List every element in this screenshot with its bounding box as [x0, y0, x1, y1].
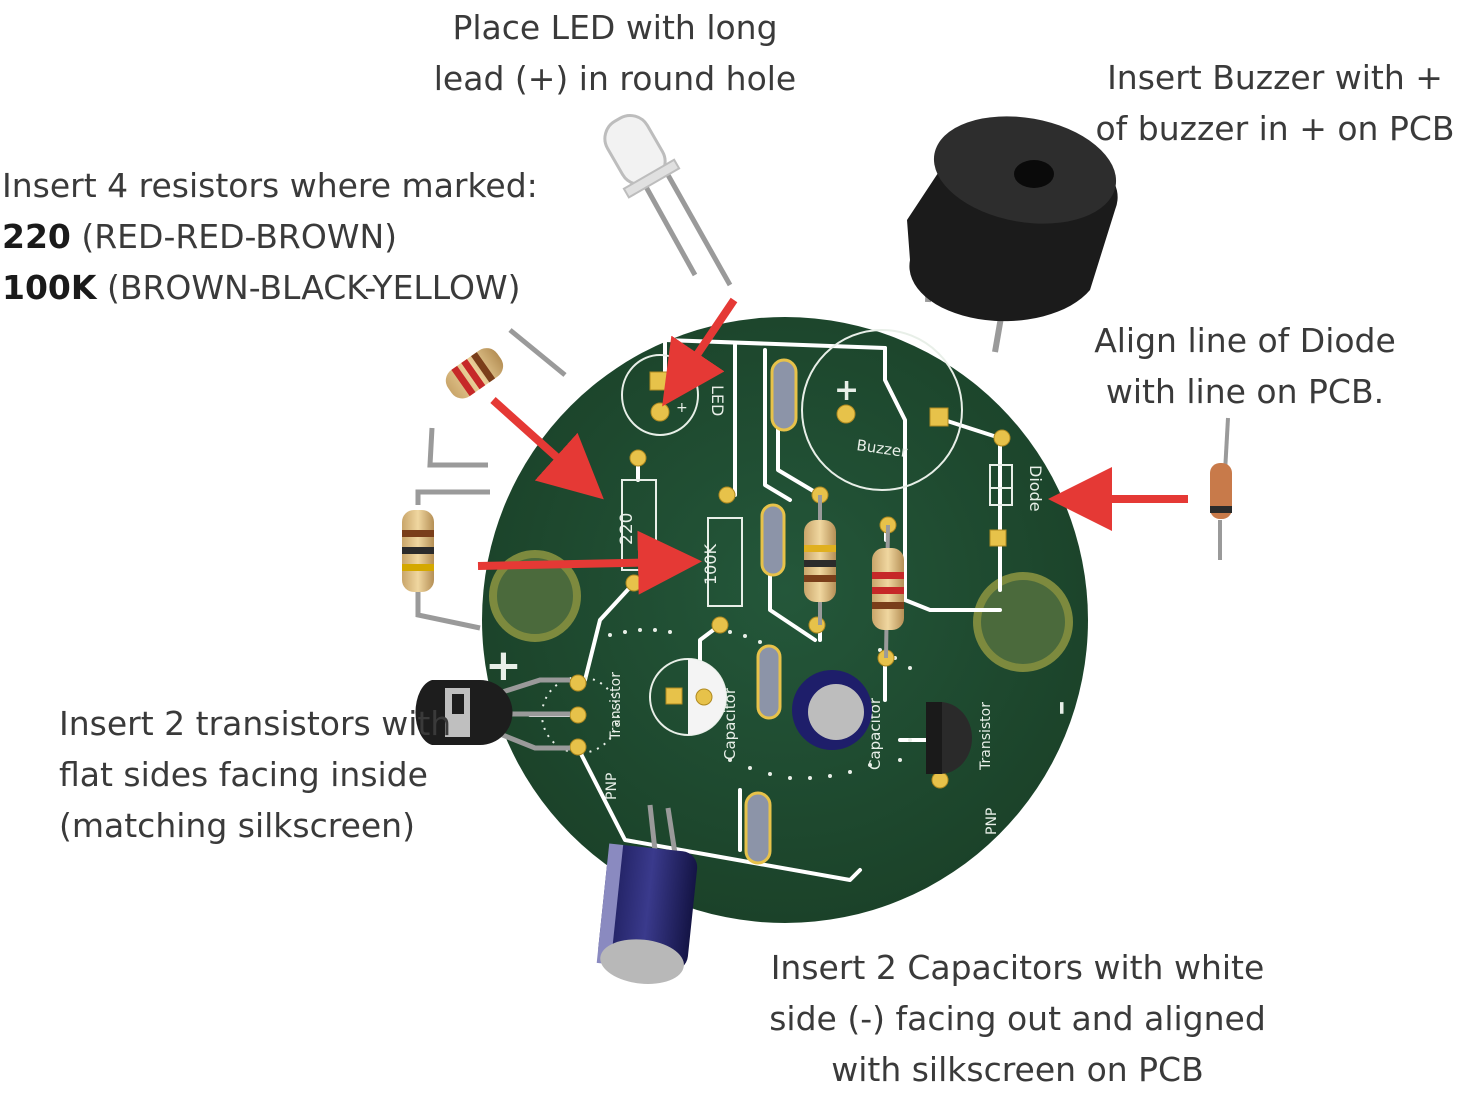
silk-capacitor-1-label: Capacitor	[721, 687, 739, 760]
silk-100k-label: 100K	[701, 543, 720, 585]
buzzer-instruction-line-1: Insert Buzzer with +	[1107, 58, 1443, 97]
diode-instruction-line-2: with line on PCB.	[1105, 372, 1385, 411]
mounting-hole-left	[489, 550, 581, 642]
arrows	[477, 297, 1188, 595]
silk-board-minus: -	[1039, 700, 1090, 716]
pcb-traces	[528, 338, 1002, 882]
buzzer-instruction-line-2: of buzzer in + on PCB	[1095, 109, 1455, 148]
transistor-instruction-line-3: (matching silkscreen)	[59, 806, 415, 845]
loose-capacitor	[596, 804, 698, 984]
capacitor-instruction: Insert 2 Capacitors with white side (-) …	[745, 942, 1290, 1095]
led-instruction-line-1: Place LED with long	[452, 8, 778, 47]
capacitor-on-board	[792, 670, 872, 750]
diode-outline	[989, 464, 1013, 506]
silk-pnp-2-label: PNP	[984, 808, 1000, 835]
r100k-colors: (BROWN-BLACK-YELLOW)	[96, 268, 521, 307]
r100k-value: 100K	[2, 268, 97, 307]
mounting-hole-right	[973, 572, 1073, 672]
buzzer-outline	[801, 329, 963, 491]
silk-led-label: LED	[708, 385, 727, 416]
transistor-instruction-line-2: flat sides facing inside	[59, 755, 428, 794]
silkscreen-labels: LED + + Buzzer Diode 220 100K Capacitor …	[485, 373, 1090, 835]
resistor-instruction-line-1: Insert 4 resistors where marked:	[2, 166, 538, 205]
transistor-1-outline	[541, 676, 619, 754]
loose-resistor-bottom	[402, 489, 490, 631]
resistor-instruction-line-3: 100K (BROWN-BLACK-YELLOW)	[2, 262, 538, 313]
led-instruction: Place LED with long lead (+) in round ho…	[425, 2, 805, 104]
diode-instruction-line-1: Align line of Diode	[1094, 321, 1396, 360]
silk-dots-row	[608, 628, 912, 780]
resistor-on-board-1	[804, 495, 836, 625]
transistor-instruction: Insert 2 transistors with flat sides fac…	[59, 698, 451, 851]
capacitor-instruction-line-2: side (-) facing out and aligned	[769, 999, 1266, 1038]
silk-transistor-1-label: Transistor	[608, 672, 624, 741]
r220-value: 220	[2, 217, 71, 256]
silk-pnp-1-label: PNP	[604, 773, 620, 800]
arrow-to-r220	[490, 397, 604, 500]
led-component	[603, 114, 733, 287]
resistor-instruction: Insert 4 resistors where marked: 220 (RE…	[2, 160, 538, 313]
resistor-on-board-2	[872, 524, 904, 659]
silk-transistor-2-label: Transistor	[978, 702, 994, 771]
silk-diode-label: Diode	[1026, 465, 1045, 512]
arrow-to-r100k	[477, 530, 702, 595]
transistor-on-board	[926, 702, 972, 774]
slotted-pads	[744, 358, 798, 865]
buzzer-instruction: Insert Buzzer with + of buzzer in + on P…	[1085, 52, 1465, 154]
r220-colors: (RED-RED-BROWN)	[70, 217, 398, 256]
silk-220-label: 220	[617, 513, 637, 545]
diode-component	[1210, 417, 1232, 560]
capacitor-instruction-line-1: Insert 2 Capacitors with white	[770, 948, 1265, 987]
buzzer-component	[907, 116, 1118, 353]
capacitor-instruction-line-3: with silkscreen on PCB	[831, 1050, 1204, 1089]
led-instruction-line-2: lead (+) in round hole	[433, 59, 797, 98]
transistor-instruction-line-1: Insert 2 transistors with	[59, 704, 452, 743]
arrow-to-led	[662, 297, 738, 407]
loose-transistor	[415, 677, 570, 751]
silk-led-plus: +	[676, 400, 688, 416]
r100k-outline	[707, 517, 743, 607]
silk-buzzer-plus: +	[834, 373, 859, 408]
loose-resistor-top	[427, 328, 567, 468]
resistor-instruction-line-2: 220 (RED-RED-BROWN)	[2, 211, 538, 262]
diode-instruction: Align line of Diode with line on PCB.	[1070, 315, 1420, 417]
